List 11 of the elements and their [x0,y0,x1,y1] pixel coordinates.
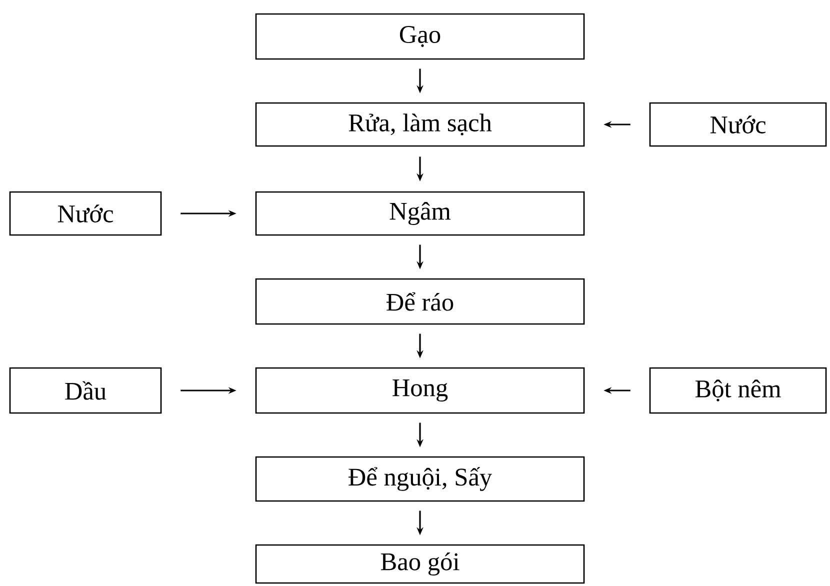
process-box: Rửa, làm sạch [255,102,585,147]
process-box: Ngâm [255,191,585,236]
process-box: Để ráo [255,278,585,325]
process-box: Gạo [255,13,585,60]
process-box: Dầu [9,367,162,414]
process-box: Để nguội, Sấy [255,456,585,502]
process-box: Nước [9,191,162,236]
process-box: Hong [255,367,585,414]
process-box: Nước [649,102,827,147]
process-box: Bao gói [255,544,585,584]
process-box: Bột nêm [649,367,827,414]
